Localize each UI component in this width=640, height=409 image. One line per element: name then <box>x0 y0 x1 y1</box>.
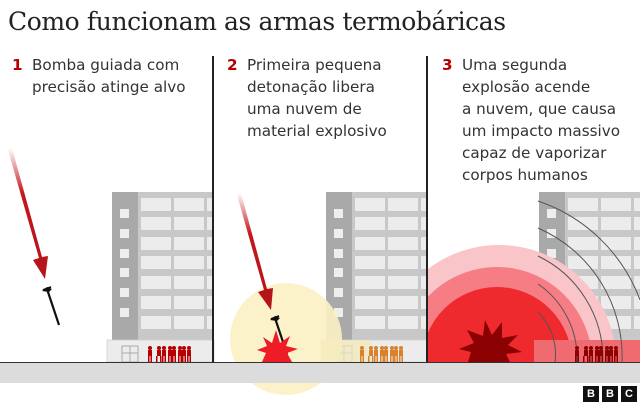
step-text: Primeira pequena detonação libera uma nu… <box>247 56 387 140</box>
bomb-icon <box>40 285 61 327</box>
arrow-icon <box>237 193 273 310</box>
step-text: Bomba guiada com precisão atinge alvo <box>32 56 186 96</box>
panel-divider <box>426 56 428 363</box>
building-icon <box>106 191 215 363</box>
explosion-icon <box>257 330 298 362</box>
arrow-icon <box>8 148 48 279</box>
step-number: 3 <box>442 56 453 74</box>
panel-3-scene <box>428 191 640 363</box>
ground-band <box>0 362 640 383</box>
panel-1-scene <box>8 148 215 363</box>
logo-letter: B <box>602 386 618 402</box>
page-title: Como funcionam as armas termobáricas <box>8 7 506 36</box>
explosion-icon <box>459 320 522 362</box>
step-number: 1 <box>12 56 23 74</box>
step-number: 2 <box>227 56 238 74</box>
logo-letter: B <box>583 386 599 402</box>
logo-letter: C <box>621 386 637 402</box>
step-text: Uma segunda explosão acende a nuvem, que… <box>462 56 621 184</box>
bbc-logo: B B C <box>583 386 637 402</box>
panel-divider <box>212 56 214 363</box>
